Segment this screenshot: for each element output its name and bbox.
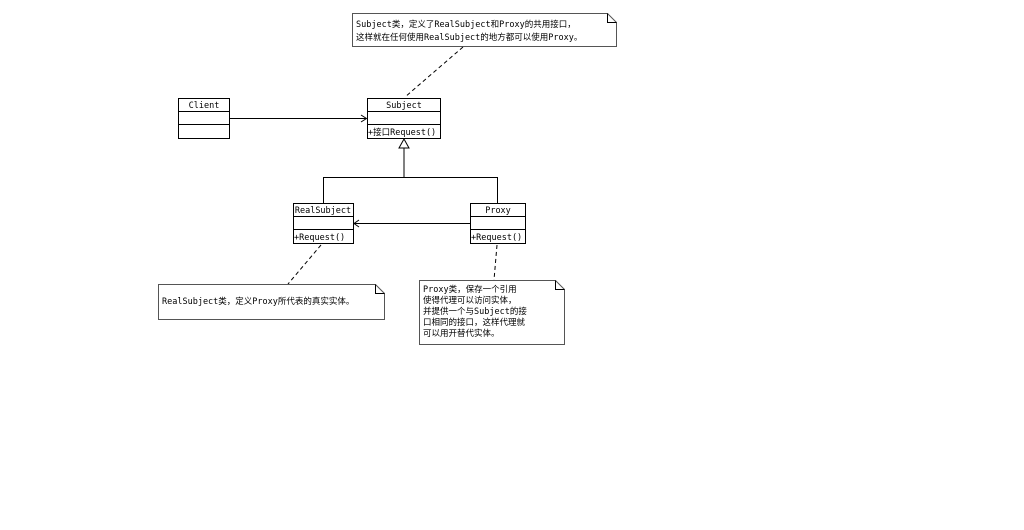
note-proxy-line-2: 使得代理可以访问实体，	[423, 295, 517, 306]
note-proxy-anchor	[493, 244, 498, 281]
class-proxy-name: Proxy	[485, 206, 511, 216]
class-proxy-operation: +Request()	[471, 233, 522, 243]
class-subject-name: Subject	[386, 101, 422, 111]
note-subject-anchor	[404, 46, 464, 98]
class-subject[interactable]: Subject +接口Request()	[367, 98, 441, 139]
class-realsubject-name: RealSubject	[295, 206, 351, 216]
note-realsubject-anchor	[287, 244, 322, 285]
note-subject: Subject类，定义了RealSubject和Proxy的共用接口， 这样就在…	[352, 13, 617, 47]
class-realsubject[interactable]: RealSubject +Request()	[293, 203, 354, 244]
note-proxy-line-3: 并提供一个与Subject的接	[423, 306, 527, 317]
note-proxy: Proxy类，保存一个引用 使得代理可以访问实体， 并提供一个与Subject的…	[419, 280, 565, 345]
inheritance-triangle-icon	[398, 137, 410, 149]
class-client-name: Client	[189, 101, 220, 111]
note-subject-line-2: 这样就在任何使用RealSubject的地方都可以使用Proxy。	[356, 32, 582, 43]
class-proxy[interactable]: Proxy +Request()	[470, 203, 526, 244]
note-realsubject: RealSubject类，定义Proxy所代表的真实实体。	[158, 284, 385, 320]
generalization	[323, 137, 498, 203]
note-proxy-line-5: 可以用开替代实体。	[423, 328, 500, 339]
class-subject-operation: +接口Request()	[368, 127, 436, 138]
note-proxy-line-1: Proxy类，保存一个引用	[423, 284, 517, 295]
note-subject-line-1: Subject类，定义了RealSubject和Proxy的共用接口，	[356, 19, 576, 30]
arrowhead-icon	[353, 219, 360, 228]
arrowhead-icon	[360, 114, 368, 123]
note-realsubject-line-1: RealSubject类，定义Proxy所代表的真实实体。	[162, 296, 354, 307]
class-realsubject-operation: +Request()	[294, 233, 345, 243]
note-proxy-line-4: 口相同的接口，这样代理就	[423, 317, 526, 328]
class-client[interactable]: Client	[178, 98, 230, 139]
